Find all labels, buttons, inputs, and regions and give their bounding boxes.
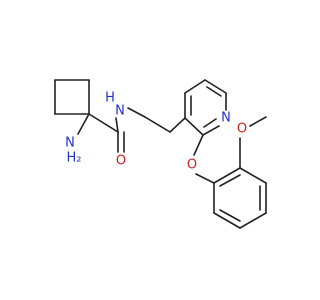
- pyridine-ring: [169, 79, 227, 136]
- ether-bonds: [193, 134, 215, 184]
- pyridine-n-label: N: [221, 111, 231, 126]
- cyclobutane-ring: [54, 79, 90, 115]
- methylene-bond: [144, 116, 171, 133]
- amide-n-label: N: [115, 104, 125, 119]
- carbonyl-o-label: O: [116, 154, 126, 169]
- molecule-structure: N H₂ H N O N O O: [54, 79, 267, 229]
- methoxy-o-label: O: [237, 122, 247, 137]
- amine-n-label: N: [65, 136, 75, 151]
- methoxyphenyl-ring: [213, 167, 267, 229]
- amine-bond: [77, 113, 90, 135]
- carboxamide-bonds: [88, 107, 146, 153]
- ether-o-label: O: [187, 158, 197, 173]
- methoxy-bonds: [239, 116, 267, 169]
- amide-h-label: H: [105, 91, 115, 106]
- amine-h2-label: H₂: [67, 151, 82, 166]
